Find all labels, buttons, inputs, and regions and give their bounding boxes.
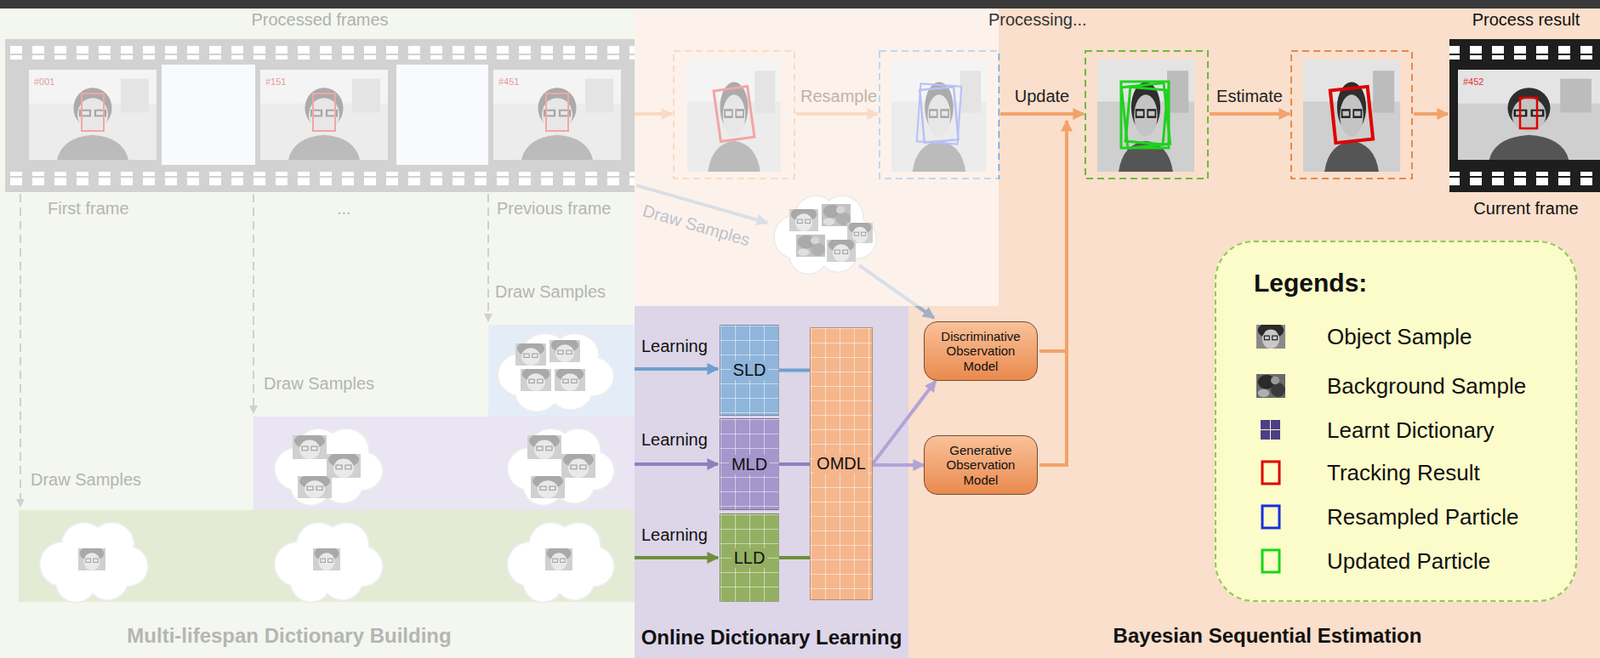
- label-slot: #452: [1463, 73, 1484, 89]
- label-slot: Legends:: [1253, 268, 1367, 298]
- region-title: Bayesian Sequential Estimation: [1113, 624, 1423, 648]
- legend-text: Learnt Dictionary: [1326, 417, 1495, 445]
- label-slot: #001: [34, 73, 55, 89]
- label-slot: Learning: [641, 525, 708, 546]
- legend-text: Background Sample: [1326, 373, 1526, 400]
- arrow-label: Learning: [641, 525, 708, 545]
- label-slot: Estimate: [1121, 86, 1378, 107]
- label-slot: Learning: [641, 336, 708, 357]
- frame-caption: ...: [336, 199, 352, 218]
- label-slot: ...: [336, 199, 352, 219]
- frame-number: #452: [1463, 76, 1484, 87]
- connector: [779, 369, 810, 373]
- label-slot: Update: [914, 86, 1170, 107]
- swatch-cell: [1270, 430, 1281, 440]
- swatch-image: [1256, 374, 1286, 399]
- region-band: Multi-lifespan Dictionary Building: [0, 8, 635, 658]
- frame-caption: Previous frame: [496, 199, 612, 218]
- arrow-label: Draw Samples: [263, 374, 375, 393]
- legend-swatch: [1255, 417, 1287, 444]
- model-name: Generative Observation Model: [929, 443, 1032, 488]
- legend-row: Updated Particle: [1255, 546, 1491, 577]
- arrow-label: Draw Samples: [30, 470, 142, 490]
- legend-row: Resampled Particle: [1255, 501, 1519, 533]
- legend-text: Updated Particle: [1326, 548, 1491, 576]
- dictionary-grid: MLD: [719, 418, 780, 511]
- legend-swatch: [1255, 548, 1287, 575]
- legend-swatch: [1255, 504, 1287, 530]
- label-slot: Process result: [1398, 10, 1600, 30]
- arrow-label: Learning: [641, 430, 708, 450]
- arrow-label: Estimate: [1216, 86, 1283, 106]
- swatch-cell: [1260, 430, 1270, 440]
- frame-caption: Current frame: [1473, 199, 1578, 218]
- frame-number: #451: [498, 76, 519, 87]
- film-title: Process result: [1472, 10, 1581, 29]
- arrow-label: Draw Samples: [640, 200, 752, 250]
- label-slot: Processing...: [988, 10, 1088, 30]
- legend-swatch: [1255, 324, 1287, 350]
- legend-row: Learnt Dictionary: [1255, 415, 1495, 446]
- swatch-image: [1256, 324, 1286, 349]
- arrow-label: Update: [1014, 86, 1071, 106]
- region-title: Online Dictionary Learning: [641, 626, 903, 650]
- label-slot: #151: [265, 73, 286, 89]
- swatch-cell: [1260, 420, 1270, 430]
- label-slot: Draw Samples: [30, 470, 142, 490]
- arrow-label: Learning: [641, 336, 708, 356]
- label-slot: Current frame: [1398, 199, 1600, 219]
- legend-text: Resampled Particle: [1326, 504, 1519, 531]
- region-title-slot: Bayesian Sequential Estimation: [1054, 624, 1481, 649]
- swatch-outline: [1262, 550, 1280, 573]
- label-slot: Draw Samples: [495, 282, 606, 302]
- frame-number: #001: [34, 76, 55, 87]
- dictionary-name: MLD: [728, 455, 770, 475]
- observation-model-box: Generative Observation Model: [923, 435, 1038, 496]
- swatch-outline: [1262, 506, 1280, 529]
- dictionary-name: OMDL: [814, 454, 869, 474]
- label-slot: Processed frames: [192, 10, 448, 30]
- legend-swatch: [1255, 460, 1287, 486]
- swatch-cell: [1270, 420, 1281, 430]
- dictionary-grid: SLD: [719, 324, 780, 416]
- label-slot: Learning: [641, 430, 708, 450]
- region-title: Multi-lifespan Dictionary Building: [126, 624, 451, 648]
- arrow-label: Resample: [800, 86, 877, 106]
- connector: [779, 462, 810, 467]
- dictionary-name: LLD: [731, 548, 769, 569]
- connector: [872, 463, 924, 467]
- film-title: Processed frames: [250, 10, 388, 29]
- label-slot: #451: [498, 73, 519, 89]
- legend-text: Tracking Result: [1326, 460, 1481, 487]
- dictionary-grid: OMDL: [809, 327, 873, 601]
- label-slot: Previous frame: [496, 199, 612, 219]
- connector: [779, 556, 810, 560]
- dictionary-grid: LLD: [719, 513, 780, 603]
- label-slot: Resample: [711, 86, 967, 107]
- dictionary-name: SLD: [730, 360, 769, 381]
- legend-swatch: [1255, 373, 1287, 399]
- arrow-label: Draw Samples: [495, 282, 606, 302]
- frame-number: #151: [265, 76, 286, 87]
- region-title-slot: Online Dictionary Learning: [634, 626, 909, 650]
- legend-row: Tracking Result: [1255, 457, 1481, 489]
- label-slot: Draw Samples: [263, 374, 375, 394]
- label-slot: Draw Samples: [640, 200, 752, 251]
- legend-title: Legends:: [1253, 268, 1367, 297]
- region-band: Online Dictionary Learning SLD MLD LLD OMDL: [634, 306, 909, 658]
- swatch-outline: [1262, 461, 1280, 484]
- frame-caption: First frame: [47, 199, 130, 218]
- legend-text: Object Sample: [1326, 324, 1473, 351]
- region-title-slot: Multi-lifespan Dictionary Building: [0, 624, 579, 649]
- label-slot: First frame: [47, 199, 130, 219]
- region-band: Bayesian Sequential Estimation Discrimina…: [908, 8, 1600, 658]
- legend-row: Background Sample: [1255, 370, 1526, 402]
- observation-model-box: Discriminative Observation Model: [923, 321, 1038, 382]
- stage-title: Processing...: [988, 10, 1088, 29]
- legend-row: Object Sample: [1255, 321, 1473, 353]
- model-name: Discriminative Observation Model: [929, 329, 1032, 374]
